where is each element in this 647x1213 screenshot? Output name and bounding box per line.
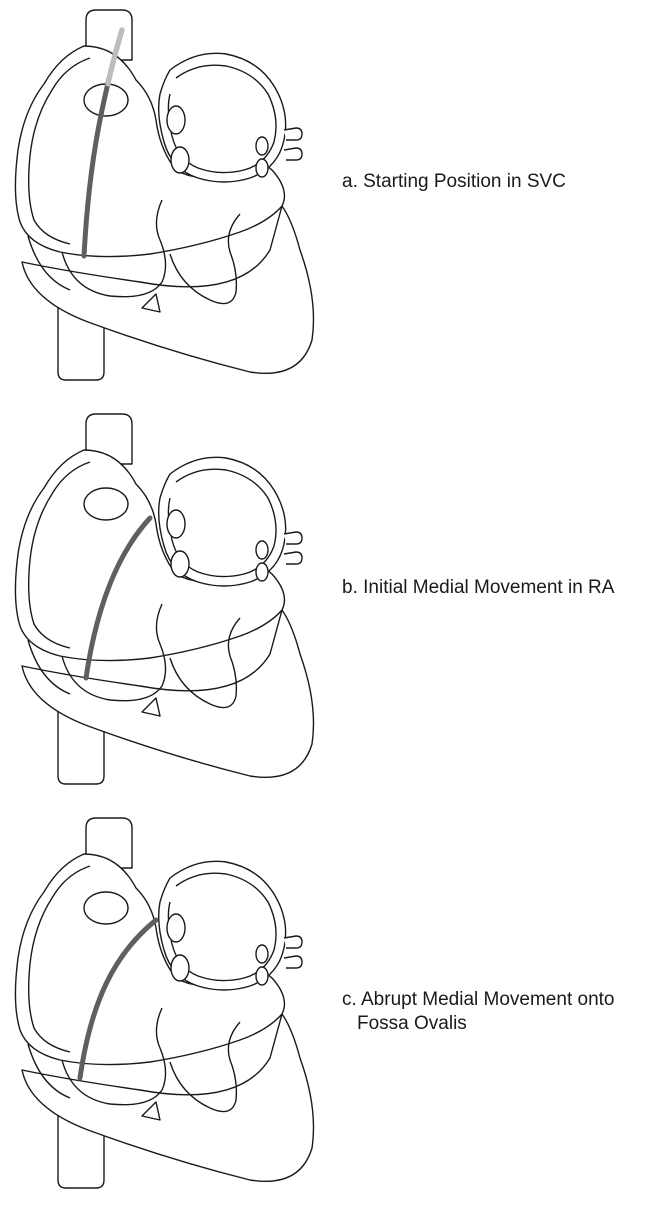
caption-c: c. Abrupt Medial Movement onto Fossa Ova…: [342, 988, 614, 1036]
opening-upper-left: [167, 914, 185, 942]
opening-upper-right: [256, 541, 268, 559]
panel-c: c. Abrupt Medial Movement onto Fossa Ova…: [0, 808, 647, 1212]
panel-a: a. Starting Position in SVC: [0, 0, 647, 404]
pulmonary-vein-stub: [284, 936, 302, 968]
opening-lower-right: [256, 159, 268, 177]
opening-lower-right: [256, 967, 268, 985]
pulmonary-vein-stub: [284, 128, 302, 160]
heart-diagram-a: [0, 0, 340, 404]
svc-mouth: [84, 892, 128, 924]
caption-c-line-1: c. Abrupt Medial Movement onto: [342, 988, 614, 1012]
caption-c-line-2: Fossa Ovalis: [342, 1012, 614, 1036]
opening-upper-right: [256, 137, 268, 155]
heart-outline-c: [15, 818, 313, 1188]
opening-upper-left: [167, 106, 185, 134]
opening-lower-left: [171, 551, 189, 577]
opening-upper-right: [256, 945, 268, 963]
opening-lower-right: [256, 563, 268, 581]
opening-upper-left: [167, 510, 185, 538]
caption-a: a. Starting Position in SVC: [342, 170, 566, 194]
caption-a-line-1: a. Starting Position in SVC: [342, 170, 566, 194]
caption-b: b. Initial Medial Movement in RA: [342, 576, 614, 600]
caption-b-line-1: b. Initial Medial Movement in RA: [342, 576, 614, 600]
svc-mouth: [84, 488, 128, 520]
heart-outline-a: [15, 10, 313, 380]
heart-diagram-c: [0, 808, 340, 1212]
heart-diagram-b: [0, 404, 340, 808]
opening-lower-left: [171, 147, 189, 173]
panel-b: b. Initial Medial Movement in RA: [0, 404, 647, 808]
pulmonary-vein-stub: [284, 532, 302, 564]
heart-outline-b: [15, 414, 313, 784]
opening-lower-left: [171, 955, 189, 981]
